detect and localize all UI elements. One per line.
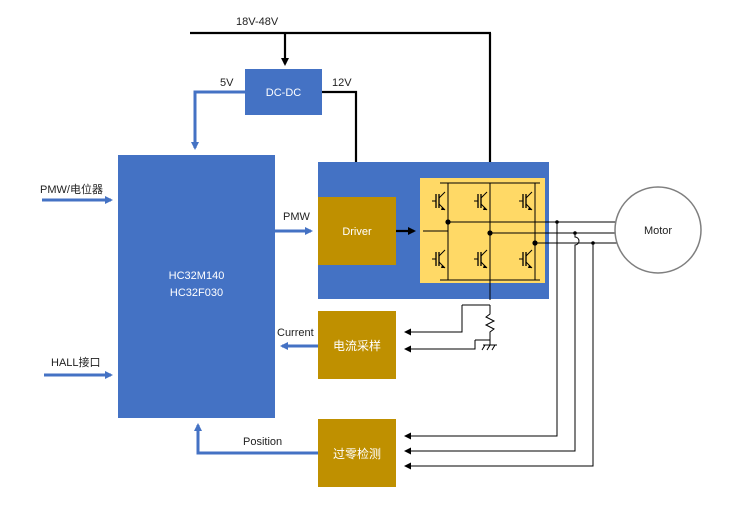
supply-voltage-label: 18V-48V: [236, 16, 279, 28]
supply-bus: [190, 31, 494, 177]
motor-label: Motor: [644, 225, 672, 237]
5v-supply-arrow: [191, 90, 245, 150]
current-sense-label: 电流采样: [333, 338, 381, 353]
position-signal-label: Position: [243, 436, 282, 448]
mcu-model-1: HC32M140: [169, 270, 225, 282]
dcdc-5v-label: 5V: [220, 77, 234, 89]
mcu-model-2: HC32F030: [170, 287, 223, 299]
dcdc-12v-label: 12V: [332, 77, 352, 89]
pmw-signal-label: PMW: [283, 211, 311, 223]
shunt-resistor-circuit: [404, 280, 497, 353]
mcu-block: [118, 155, 275, 418]
phase-lines: [448, 221, 618, 244]
current-signal-label: Current: [277, 327, 314, 339]
zero-cross-block: [318, 419, 396, 487]
12v-supply-arrow: [322, 90, 360, 191]
current-sense-block: [318, 311, 396, 379]
motor: [614, 186, 702, 274]
pwm-pot-input-label: PMW/电位器: [40, 182, 103, 196]
driver-block: [318, 197, 396, 265]
hall-input-label: HALL接口: [51, 356, 101, 369]
dcdc-block: [245, 69, 322, 115]
dcdc-label: DC-DC: [266, 87, 301, 99]
phase-tap-nodes: [555, 220, 595, 245]
driver-label: Driver: [342, 226, 372, 238]
phase-tap-lines: [404, 222, 594, 470]
zero-cross-label: 过零检测: [333, 446, 381, 461]
position-signal-arrow: [194, 423, 318, 455]
